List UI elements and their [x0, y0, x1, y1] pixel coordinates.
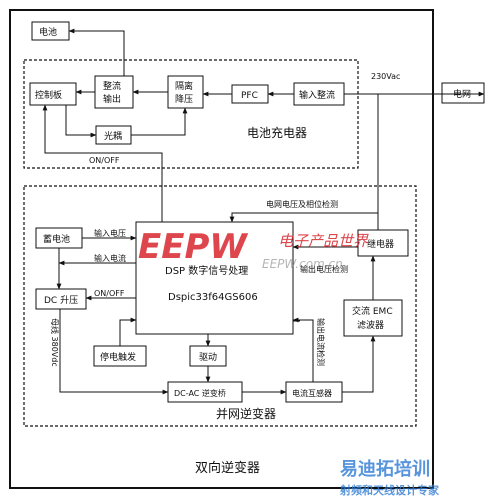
power-fail-label: 停电触发	[100, 351, 136, 363]
outer-title: 双向逆变器	[195, 460, 260, 476]
onoff-controller-line	[42, 104, 163, 222]
charger-region	[23, 59, 359, 169]
dc-boost-label: DC 升压	[44, 295, 78, 306]
pfc-label: PFC	[241, 91, 258, 101]
grid-detect-line	[229, 212, 378, 223]
optocoupler-label: 光耦	[104, 130, 122, 142]
bus-label: 母线 380Vdc	[50, 318, 60, 367]
grid-voltage-label: 230Vac	[371, 72, 400, 81]
inverter-region	[23, 185, 417, 427]
opto-to-isolation-line	[131, 107, 188, 136]
rectifier-to-battery-line	[68, 28, 125, 76]
out-current-label: 输出电流检测	[316, 318, 326, 366]
inverter-title: 并网逆变器	[216, 406, 276, 421]
dsp-label-1: DSP 数字信号处理	[165, 264, 248, 277]
rectifier-label-2: 输出	[103, 93, 121, 105]
controller-label: 控制板	[35, 89, 62, 101]
input-rect-label: 输入整流	[299, 89, 335, 101]
isolation-label-2: 降压	[175, 93, 193, 105]
input-voltage-label: 输入电压	[94, 228, 126, 238]
controller-to-opto-line	[65, 105, 97, 138]
logo-sub-watermark: 射频和天线设计专家	[339, 483, 440, 497]
dsp-label-2: Dspic33f64GS606	[168, 292, 258, 303]
ct-to-emc-line	[342, 335, 376, 393]
boost-to-dcac-line	[59, 309, 169, 395]
outer-frame	[9, 9, 434, 489]
battery-label: 电池	[39, 26, 57, 38]
onoff-top-label: ON/OFF	[89, 156, 120, 165]
eepw-cn-watermark: 电子产品世界	[278, 232, 369, 250]
isolation-label-1: 隔离	[175, 80, 193, 92]
storage-battery-label: 蓄电池	[43, 233, 70, 245]
out-voltage-label: 输出电压检测	[300, 264, 348, 274]
driver-label: 驱动	[199, 352, 217, 363]
out-current-line	[292, 317, 314, 382]
relay-box	[357, 229, 409, 257]
emc-label-2: 滤波器	[357, 319, 384, 331]
charger-title: 电池充电器	[247, 125, 307, 140]
eepw-site-watermark: EEPW.com.cn	[262, 257, 343, 271]
grid-detect-label: 电网电压及相位检测	[266, 199, 338, 209]
dcac-label: DC-AC 逆变桥	[174, 388, 226, 398]
eepw-watermark: EEPW	[138, 227, 248, 267]
emc-label-1: 交流 EMC	[352, 305, 393, 317]
isolation-box	[167, 75, 204, 109]
dsp-box	[135, 221, 294, 335]
emc-box	[343, 299, 403, 337]
relay-label: 继电器	[367, 238, 394, 250]
powerfail-to-dsp-line	[119, 317, 137, 346]
logo-watermark: 易迪拓培训	[340, 458, 430, 480]
ct-label: 电流互感器	[292, 388, 332, 398]
onoff-label: ON/OFF	[94, 289, 125, 298]
input-current-label: 输入电流	[94, 253, 126, 263]
rectifier-label-1: 整流	[103, 80, 121, 92]
